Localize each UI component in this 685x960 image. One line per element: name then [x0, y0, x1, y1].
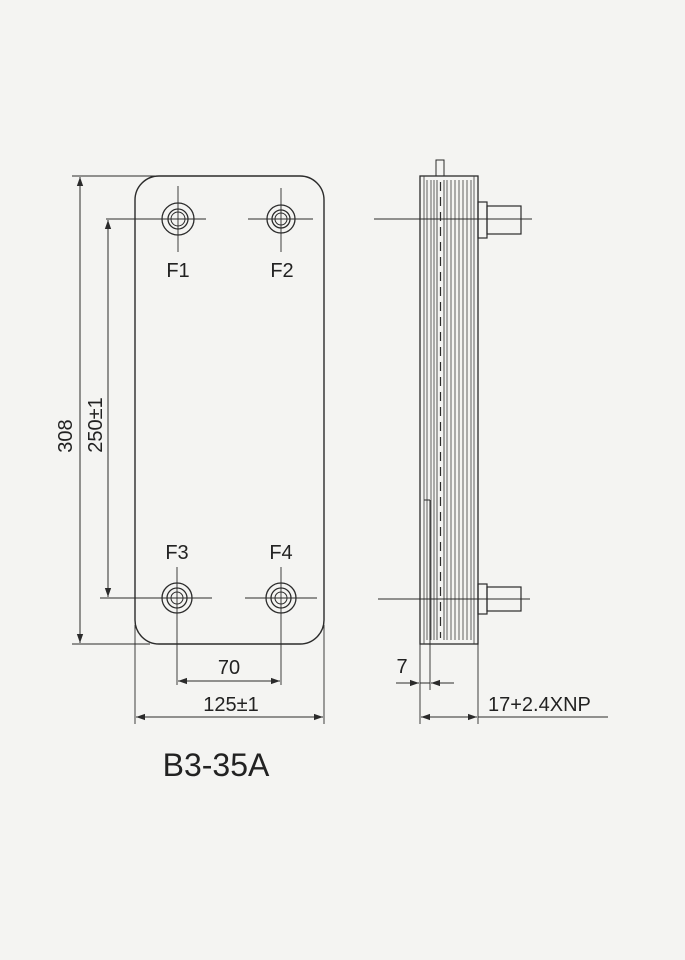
model-title: B3-35A: [163, 747, 270, 783]
plate-outline: [134, 175, 325, 645]
dimension-connection-length: 7: [396, 656, 454, 687]
dimension-label-7: 7: [396, 656, 407, 678]
port-label-f1: F1: [166, 260, 189, 282]
dimension-port-spacing-horizontal: 70: [178, 657, 280, 685]
port-f2: [248, 188, 313, 252]
dimension-pack-thickness: 17+2.4XNP: [421, 694, 608, 721]
port-f3: [100, 567, 212, 685]
port-f1: [106, 186, 206, 252]
side-view: 7 17+2.4XNP: [374, 159, 608, 724]
dimension-label-250: 250±1: [85, 397, 107, 452]
dimension-port-spacing-vertical: 250±1: [85, 220, 112, 597]
front-view: F1 F2 F3 F4 308 250±1 70 125±1 B3-35A: [55, 175, 325, 783]
dimension-label-308: 308: [55, 419, 77, 452]
dimension-label-pack: 17+2.4XNP: [488, 694, 591, 716]
dimension-label-125: 125±1: [203, 694, 258, 716]
port-label-f4: F4: [269, 542, 292, 564]
dimension-overall-width: 125±1: [134, 625, 325, 724]
side-connection-top: [374, 201, 532, 239]
port-label-f2: F2: [270, 260, 293, 282]
plate-lines: [423, 176, 475, 644]
dimension-overall-height: 308: [55, 175, 160, 645]
port-f4: [245, 567, 317, 685]
plate-pack-outline: [419, 175, 479, 645]
port-label-f3: F3: [165, 542, 188, 564]
side-connection-bottom: [378, 583, 530, 615]
dimension-label-70: 70: [218, 657, 240, 679]
